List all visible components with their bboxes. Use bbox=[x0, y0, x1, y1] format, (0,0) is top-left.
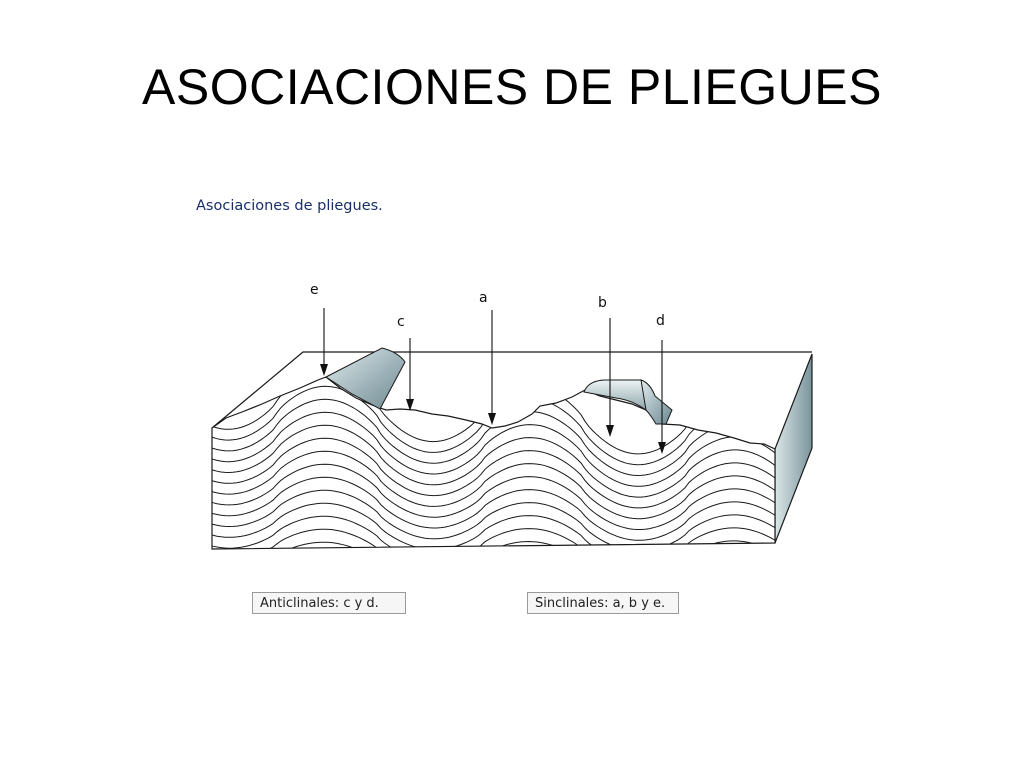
label-e: e bbox=[310, 282, 319, 298]
arrowhead-b bbox=[606, 425, 614, 437]
stratum-line bbox=[212, 450, 775, 520]
arrows bbox=[323, 308, 663, 444]
arrowhead-d bbox=[658, 442, 666, 454]
stratum-line bbox=[212, 541, 775, 549]
stratum-line bbox=[212, 424, 775, 498]
arrowhead-c bbox=[406, 399, 414, 411]
arrowhead-a bbox=[488, 413, 496, 425]
label-b: b bbox=[598, 295, 607, 311]
arrowhead-e bbox=[320, 364, 328, 376]
arrowheads bbox=[320, 364, 666, 454]
axial-surface-e bbox=[325, 347, 406, 410]
figure-caption: Asociaciones de pliegues. bbox=[196, 198, 383, 214]
stratum-line bbox=[212, 489, 775, 549]
block-top-edge bbox=[211, 351, 812, 429]
legend-sinclinal: Sinclinales: a, b y e. bbox=[527, 592, 679, 614]
legend-anticlinal: Anticlinales: c y d. bbox=[252, 592, 406, 614]
label-d: d bbox=[656, 313, 665, 329]
block-front-face bbox=[211, 376, 776, 550]
stratum-line bbox=[212, 515, 775, 549]
slide-title: ASOCIACIONES DE PLIEGUES bbox=[142, 59, 882, 115]
block-side-face bbox=[774, 353, 813, 544]
stratum-line bbox=[212, 476, 775, 541]
label-c: c bbox=[397, 314, 405, 330]
stratum-line bbox=[212, 463, 775, 530]
label-a: a bbox=[479, 290, 488, 306]
axial-surface-d bbox=[640, 379, 673, 425]
fold-strata bbox=[212, 377, 775, 549]
stratum-line bbox=[212, 437, 775, 509]
stratum-line bbox=[212, 411, 775, 487]
